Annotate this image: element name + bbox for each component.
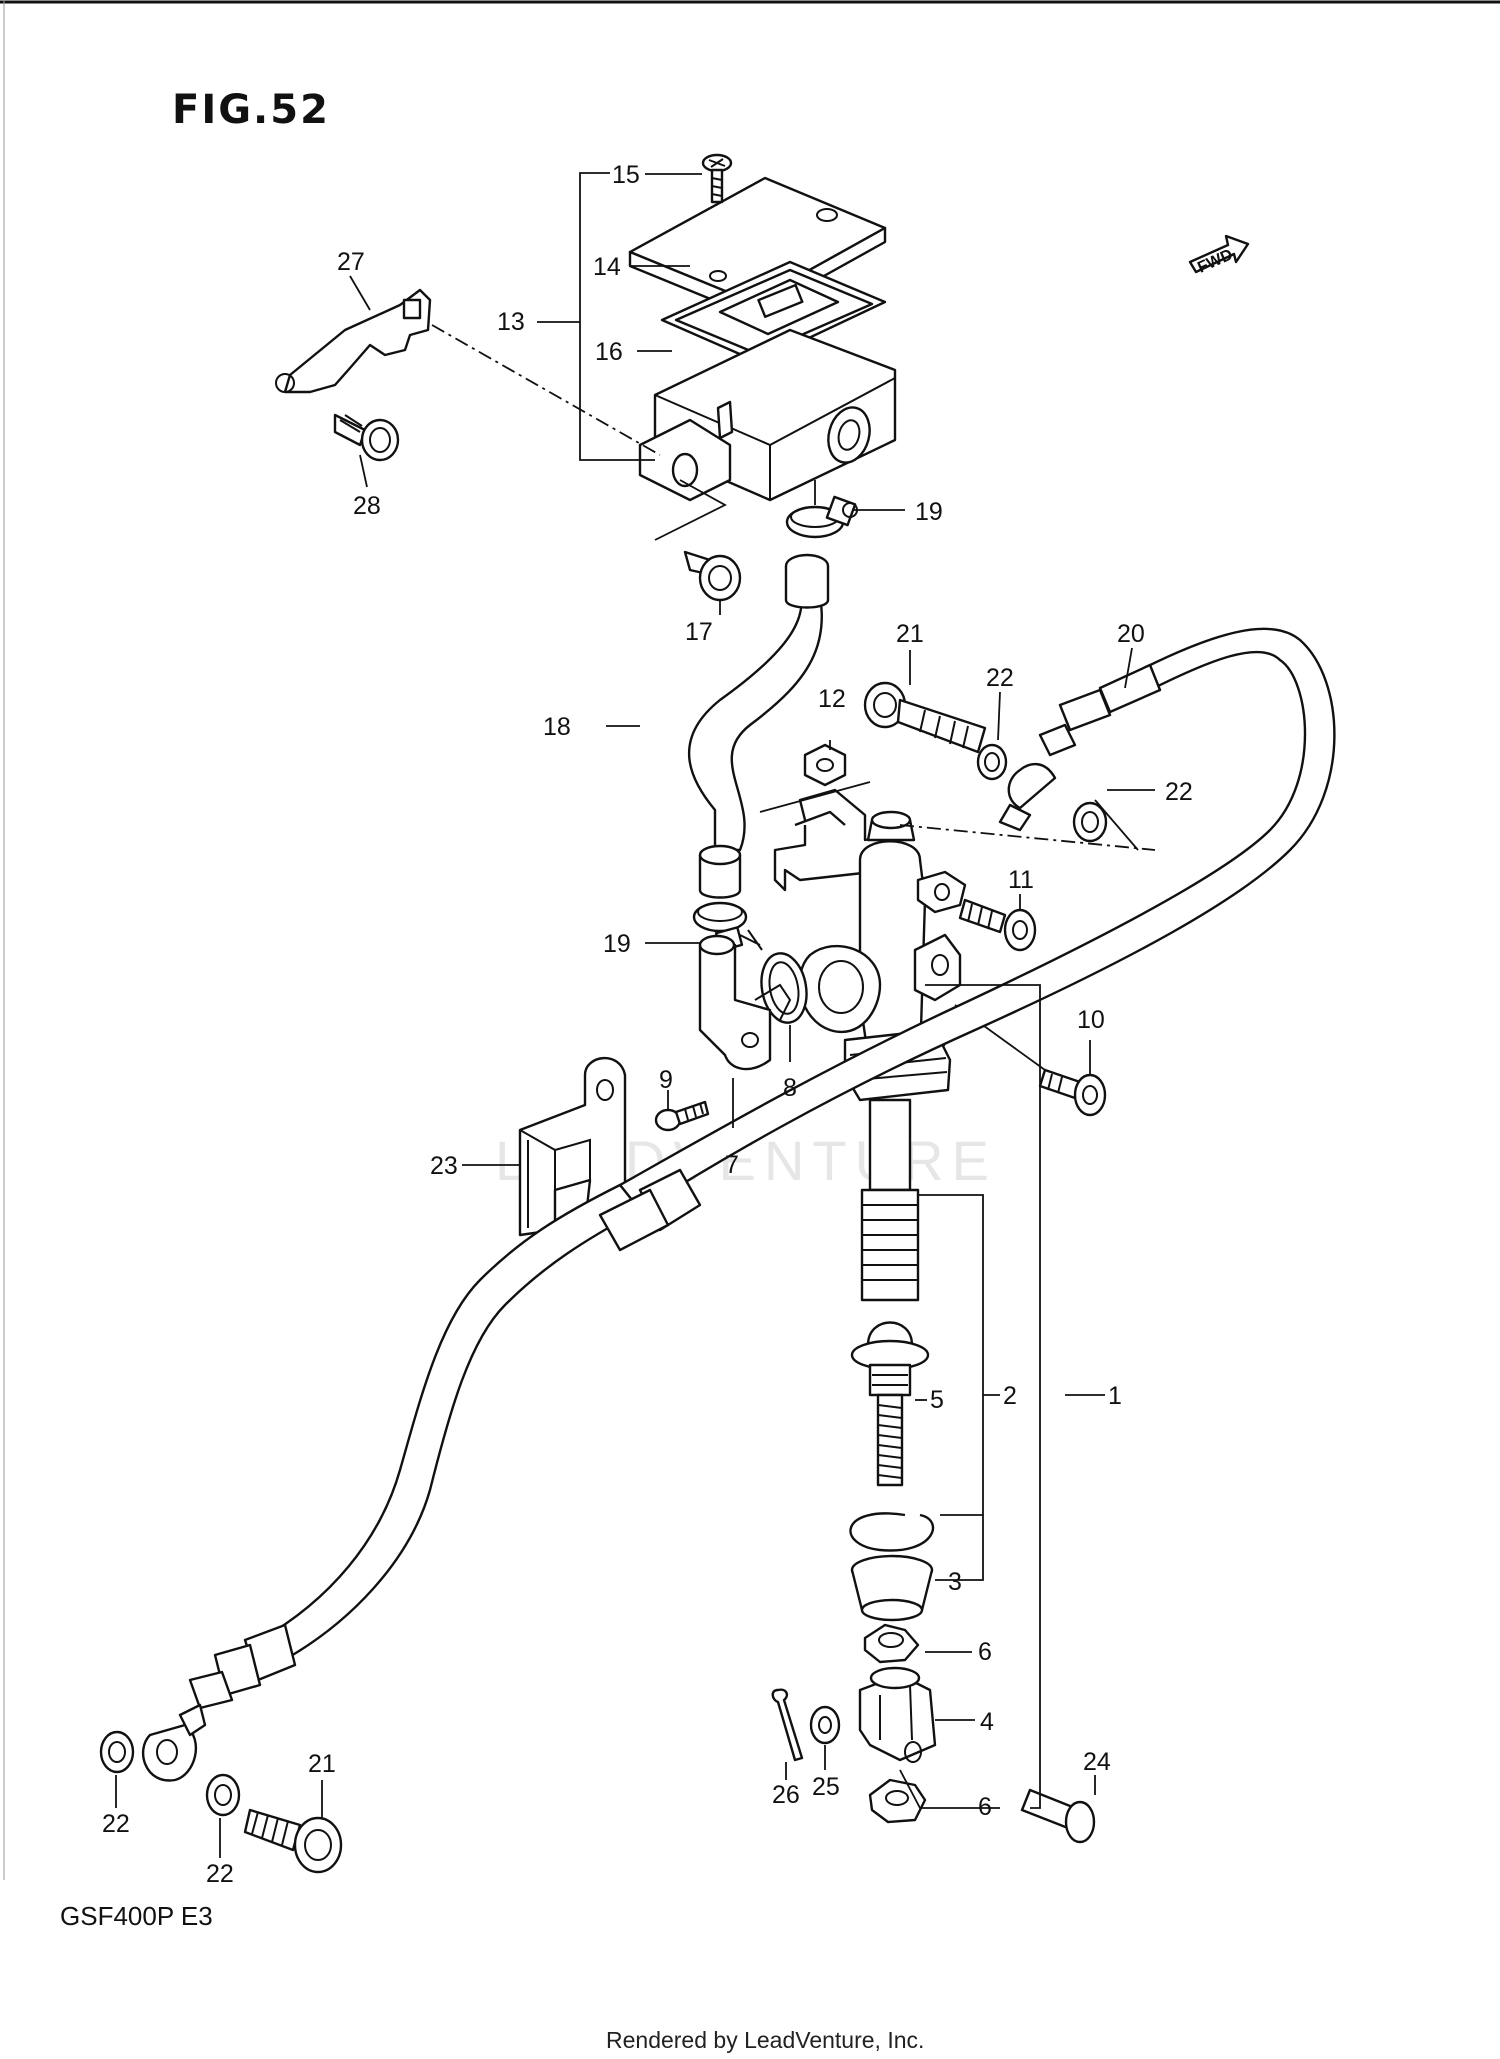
callout-10: 10 (1077, 1006, 1105, 1034)
push-rod-5 (850, 1321, 930, 1487)
bolt-10 (1038, 1068, 1107, 1117)
guide-nut12 (759, 781, 871, 813)
footer-credit: Rendered by LeadVenture, Inc. (606, 2027, 924, 2053)
model-code: GSF400P E3 (60, 1901, 213, 1931)
reservoir-hose-18 (687, 553, 830, 899)
callout-5: 5 (930, 1386, 944, 1414)
nut-12 (803, 743, 847, 787)
hose-connector-7 (698, 934, 792, 1071)
callout-22-upper-a: 22 (986, 664, 1014, 692)
callout-22-upper-b: 22 (1165, 778, 1193, 806)
guide-bolt17 (654, 479, 727, 541)
diaphragm-16 (660, 260, 887, 364)
callout-21-lower: 21 (308, 1750, 336, 1778)
bolt-17 (683, 550, 742, 602)
callout-11: 11 (1008, 866, 1034, 894)
nut-6-upper (863, 1623, 920, 1664)
callout-13: 13 (497, 308, 525, 336)
callout-20: 20 (1117, 620, 1145, 648)
figure-title: FIG.52 (172, 87, 330, 133)
screw-15 (701, 153, 733, 204)
callout-17: 17 (685, 618, 713, 646)
hose-clamp-19-upper (785, 495, 858, 539)
guide-washer22 (1094, 799, 1139, 851)
callout-7: 7 (725, 1151, 739, 1179)
cotter-pin-26 (771, 1688, 804, 1762)
clevis-pin-24 (1020, 1788, 1096, 1844)
callout-22-lower-b: 22 (206, 1860, 234, 1888)
washer-22-lower-b (205, 1773, 241, 1817)
callout-2: 2 (1003, 1382, 1017, 1410)
brake-hose-20 (618, 627, 1336, 1212)
callout-26: 26 (772, 1781, 800, 1809)
callout-25: 25 (812, 1773, 840, 1801)
callout-19-upper: 19 (915, 498, 943, 526)
callout-4: 4 (980, 1708, 994, 1736)
reservoir-body (638, 328, 897, 502)
callout-1: 1 (1108, 1382, 1122, 1410)
banjo-bolt-21-upper (863, 681, 987, 754)
callout-14: 14 (593, 253, 621, 281)
piston-cups (860, 1188, 920, 1302)
callout-16: 16 (595, 338, 623, 366)
bolt-28 (333, 413, 400, 462)
banjo-bolt-21-lower (243, 1808, 343, 1874)
callout-3: 3 (948, 1568, 962, 1596)
guide-bracket-to-reservoir (431, 324, 661, 456)
leader-lines (115, 172, 1155, 1858)
fwd-arrow-icon: FWD (1188, 234, 1250, 277)
washer-22-upper-a (976, 743, 1008, 781)
callout-18: 18 (543, 713, 571, 741)
callout-22-lower-a: 22 (102, 1810, 130, 1838)
spring (868, 1098, 912, 1192)
callout-12: 12 (818, 685, 846, 713)
washer-22-upper-b (1072, 801, 1108, 843)
washer-22-lower-a (99, 1730, 135, 1774)
circlip (849, 1512, 935, 1552)
guide-banjo-to-cylinder (899, 824, 1156, 851)
callout-9: 9 (659, 1066, 673, 1094)
callout-27: 27 (337, 248, 365, 276)
callout-15: 15 (612, 161, 640, 189)
clevis-4 (858, 1666, 937, 1763)
washer-25 (809, 1705, 841, 1745)
hose-lower-section (141, 1168, 702, 1782)
callout-6-upper: 6 (978, 1638, 992, 1666)
callout-28: 28 (353, 492, 381, 520)
screw-9 (654, 1100, 710, 1132)
hose-guide-23 (518, 1056, 627, 1237)
o-ring-8 (760, 952, 808, 1024)
callout-19-lower: 19 (603, 930, 631, 958)
bolt-11 (958, 898, 1037, 952)
callout-8: 8 (783, 1074, 797, 1102)
callout-23: 23 (430, 1152, 458, 1180)
bracket-27 (275, 288, 432, 394)
callout-6-lower: 6 (978, 1793, 992, 1821)
boot-3 (850, 1554, 934, 1622)
callout-21-upper: 21 (896, 620, 924, 648)
callout-24: 24 (1083, 1748, 1111, 1776)
